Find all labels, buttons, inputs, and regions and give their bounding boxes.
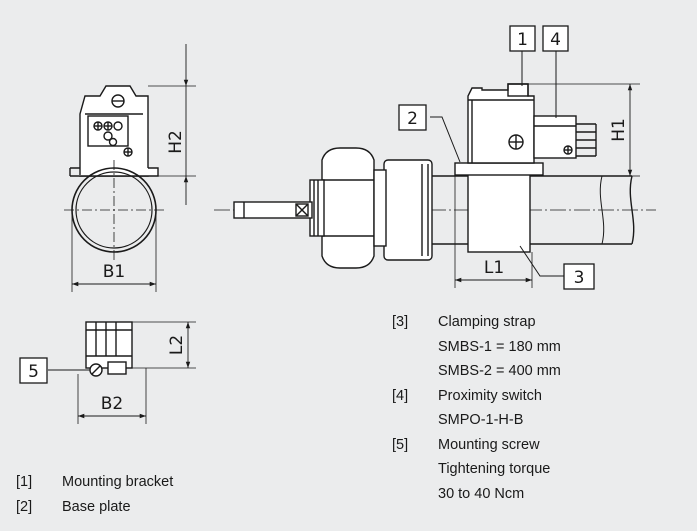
- dimension-label-l1: L1: [484, 258, 504, 278]
- bottom-view: [48, 321, 196, 424]
- callout-2: 2: [398, 104, 427, 131]
- legend-item-clamping-strap: [3] Clamping strap: [392, 314, 536, 330]
- svg-text:2: 2: [407, 109, 418, 129]
- legend-detail-smbs2: SMBS-2 = 400 mm: [438, 363, 561, 379]
- dimension-label-h2: H2: [166, 130, 186, 154]
- legend-detail-smbs1: SMBS-1 = 180 mm: [438, 338, 561, 355]
- side-view: [214, 50, 656, 288]
- callout-4: 4: [542, 25, 569, 52]
- legend-item-mounting-bracket: [1] Mounting bracket: [16, 474, 174, 490]
- legend-item-mounting-screw: [5] Mounting screw: [392, 436, 540, 453]
- dimension-label-l2: L2: [167, 335, 187, 355]
- callout-5: 5: [19, 357, 48, 384]
- legend-item-proximity-switch: [4] Proximity switch: [392, 387, 542, 404]
- dimension-label-b1: B1: [103, 262, 125, 282]
- front-view: [64, 44, 196, 292]
- legend-item-base-plate: [2] Base plate: [16, 498, 131, 515]
- legend-detail-torque-label: Tightening torque: [438, 461, 551, 477]
- legend-left: [1] Mounting bracket [2] Base plate: [16, 470, 173, 519]
- dimension-label-h1: H1: [609, 118, 629, 142]
- legend-detail-torque-value: 30 to 40 Ncm: [438, 485, 525, 502]
- legend-right: [3] Clamping strap SMBS-1 = 180 mm SMBS-…: [392, 310, 561, 506]
- svg-text:4: 4: [550, 30, 561, 50]
- svg-text:1: 1: [517, 30, 528, 50]
- callout-1: 1: [509, 25, 536, 52]
- callout-3: 3: [563, 263, 595, 290]
- legend-detail-smpo: SMPO-1-H-B: [438, 412, 524, 428]
- svg-text:5: 5: [28, 362, 39, 382]
- dimension-label-b2: B2: [101, 394, 123, 414]
- svg-text:3: 3: [574, 268, 585, 288]
